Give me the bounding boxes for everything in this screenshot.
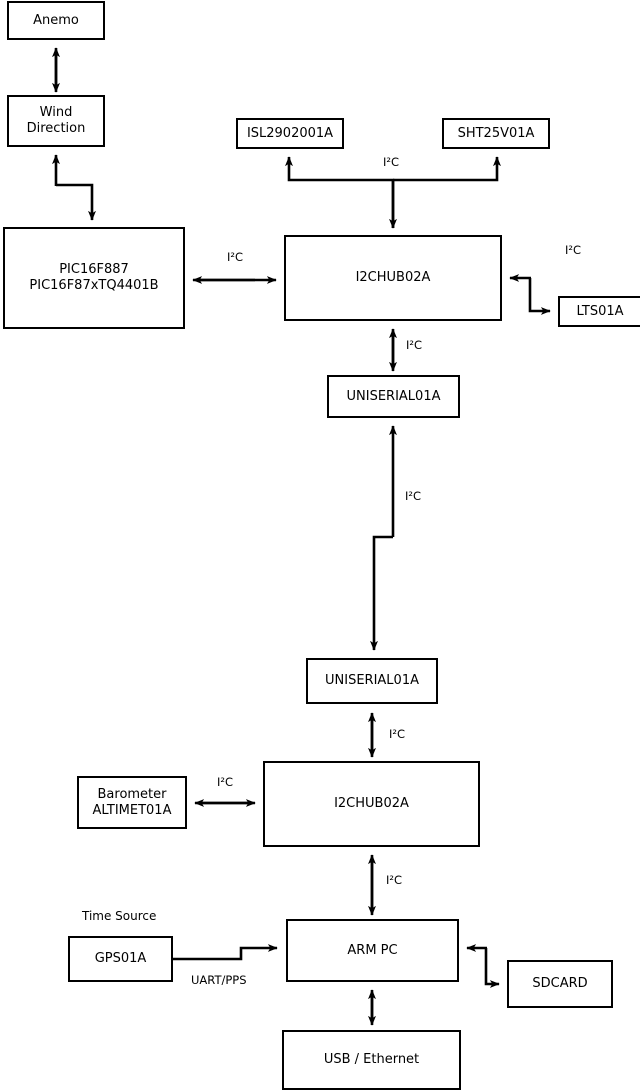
node-arm-pc[interactable]: ARM PC — [286, 919, 459, 982]
node-sht25v01a-label: SHT25V01A — [457, 125, 535, 141]
connector-hub-lts — [509, 274, 551, 315]
node-uniserial01a-lower-label: UNISERIAL01A — [325, 673, 419, 689]
node-wind-direction-label: Wind Direction — [26, 105, 86, 136]
edge-label-hub2-arm: I²C — [386, 873, 403, 887]
node-i2chub02a-top[interactable]: I2CHUB02A — [284, 235, 502, 321]
edge-label-hub-lts: I²C — [565, 243, 582, 257]
node-usb-ethernet[interactable]: USB / Ethernet — [282, 1030, 461, 1090]
edge-label-uniserial-link: I²C — [405, 489, 422, 503]
node-barometer-altimet01a-label: Barometer ALTIMET01A — [92, 786, 172, 818]
node-i2chub02a-bottom-label: I2CHUB02A — [334, 796, 409, 812]
node-gps01a-label: GPS01A — [94, 951, 147, 967]
node-sht25v01a[interactable]: SHT25V01A — [442, 118, 550, 149]
node-lts01a-label: LTS01A — [576, 303, 624, 319]
connector-gps-arm — [173, 944, 278, 961]
node-pic-mcu[interactable]: PIC16F887 PIC16F87xTQ4401B — [3, 227, 185, 329]
node-uniserial01a-lower[interactable]: UNISERIAL01A — [306, 658, 438, 704]
node-anemo-label: Anemo — [33, 12, 79, 28]
node-sdcard-label: SDCARD — [532, 976, 588, 992]
connector-wind-pic — [52, 154, 96, 221]
edge-label-hub-isl-sht: I²C — [383, 155, 400, 169]
label-time-source: Time Source — [82, 909, 157, 923]
connector-uniserial-uniserial — [370, 425, 397, 651]
node-lts01a[interactable]: LTS01A — [558, 296, 640, 327]
node-barometer-altimet01a[interactable]: Barometer ALTIMET01A — [77, 776, 187, 829]
node-gps01a[interactable]: GPS01A — [68, 936, 173, 982]
edge-label-uniserial-hub2: I²C — [389, 727, 406, 741]
connector-arm-sdcard — [466, 944, 500, 988]
connector-hub-isl-sht — [285, 156, 501, 229]
node-sdcard[interactable]: SDCARD — [507, 960, 613, 1008]
node-i2chub02a-top-label: I2CHUB02A — [355, 270, 431, 286]
edge-label-pic-hub: I²C — [227, 250, 244, 264]
node-i2chub02a-bottom[interactable]: I2CHUB02A — [263, 761, 480, 847]
node-uniserial01a-upper-label: UNISERIAL01A — [346, 388, 441, 404]
node-isl2902001a-label: ISL2902001A — [246, 125, 334, 141]
edge-label-barometer-hub2: I²C — [217, 775, 234, 789]
node-usb-ethernet-label: USB / Ethernet — [323, 1052, 420, 1068]
edge-label-gps-arm: UART/PPS — [191, 973, 247, 987]
node-wind-direction[interactable]: Wind Direction — [7, 95, 105, 147]
node-uniserial01a-upper[interactable]: UNISERIAL01A — [327, 375, 460, 418]
node-pic-mcu-label: PIC16F887 PIC16F87xTQ4401B — [29, 262, 159, 293]
node-arm-pc-label: ARM PC — [347, 942, 398, 958]
node-anemo[interactable]: Anemo — [7, 1, 105, 40]
node-isl2902001a[interactable]: ISL2902001A — [236, 118, 344, 149]
edge-label-hub-uniserial: I²C — [406, 338, 423, 352]
